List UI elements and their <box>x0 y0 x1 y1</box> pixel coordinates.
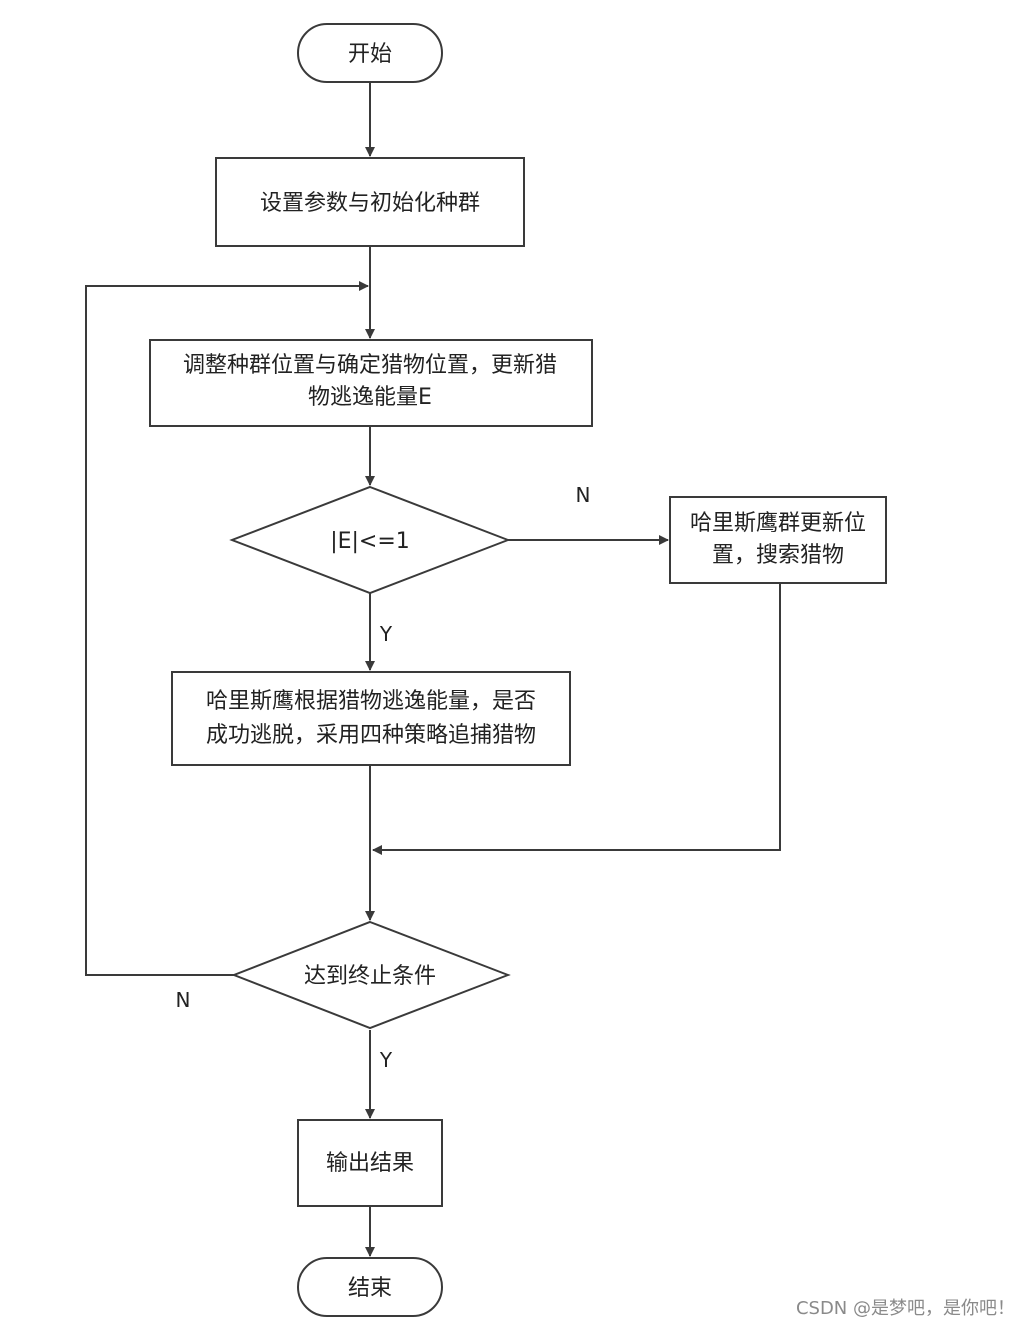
start-terminal <box>297 23 443 83</box>
energy-decision-diamond <box>229 485 511 595</box>
chase-node: 哈里斯鹰根据猎物逃逸能量，是否 成功逃脱，采用四种策略追捕猎物 <box>171 671 571 766</box>
stop-decision-node: 达到终止条件 <box>231 920 511 1030</box>
chase-label-line2: 成功逃脱，采用四种策略追捕猎物 <box>206 723 536 748</box>
energy-yes-label: Y <box>379 622 393 646</box>
adjust-label-line1: 调整种群位置与确定猎物位置，更新猎 <box>183 353 557 378</box>
stop-yes-label: Y <box>379 1048 393 1072</box>
stop-decision-label: 达到终止条件 <box>304 964 436 989</box>
edges <box>85 82 781 1257</box>
search-label-line2: 置，搜索猎物 <box>712 543 844 568</box>
energy-decision-label: |E|<=1 <box>330 529 410 554</box>
edge-labels: N Y N Y <box>176 483 591 1072</box>
init-process-box <box>215 157 525 247</box>
adjust-node: 调整种群位置与确定猎物位置，更新猎 物逃逸能量E <box>149 339 593 427</box>
start-node: 开始 <box>297 23 443 83</box>
adjust-label-line2: 物逃逸能量E <box>308 385 432 410</box>
edge-loop-back-to-adjust <box>85 281 369 976</box>
end-terminal <box>297 1257 443 1317</box>
adjust-process-box <box>149 339 593 427</box>
search-label-line1: 哈里斯鹰群更新位 <box>690 511 866 536</box>
output-label: 输出结果 <box>326 1151 414 1176</box>
output-process-box <box>297 1119 443 1207</box>
output-node: 输出结果 <box>297 1119 443 1207</box>
energy-no-label: N <box>576 483 591 507</box>
search-node: 哈里斯鹰群更新位 置，搜索猎物 <box>669 496 887 584</box>
init-label: 设置参数与初始化种群 <box>260 191 480 216</box>
chase-process-box <box>171 671 571 766</box>
stop-decision-diamond <box>231 920 511 1030</box>
init-node: 设置参数与初始化种群 <box>215 157 525 247</box>
watermark: CSDN @是梦吧，是你吧！ <box>795 1298 1015 1319</box>
stop-no-label: N <box>176 988 191 1012</box>
search-process-box <box>669 496 887 584</box>
chase-label-line1: 哈里斯鹰根据猎物逃逸能量，是否 <box>206 689 536 714</box>
end-node: 结束 <box>297 1257 443 1317</box>
end-label: 结束 <box>348 1276 392 1301</box>
edge-search-to-merge <box>372 583 781 855</box>
start-label: 开始 <box>348 42 392 67</box>
energy-decision-node: |E|<=1 <box>229 485 511 595</box>
